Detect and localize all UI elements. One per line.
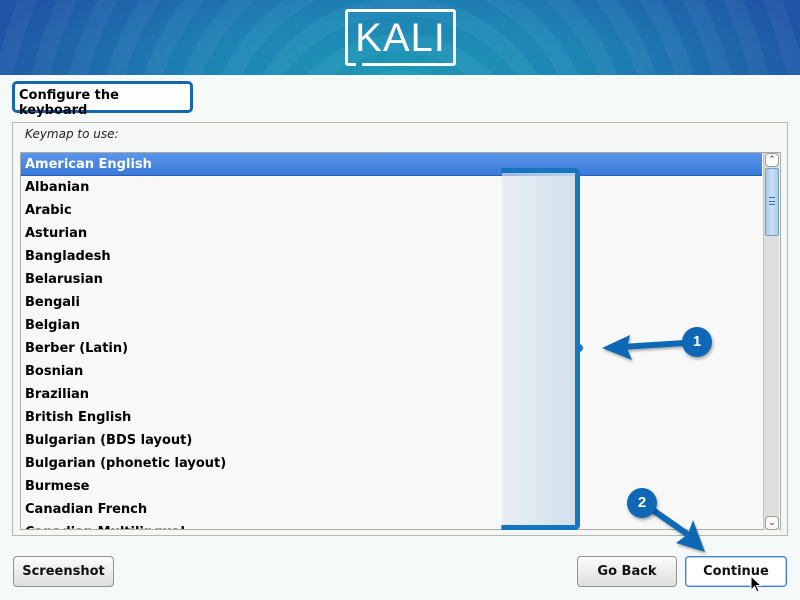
screenshot-button[interactable]: Screenshot (13, 556, 114, 587)
list-item[interactable]: Belarusian (25, 272, 103, 287)
list-item[interactable]: Bulgarian (BDS layout) (25, 433, 193, 448)
list-scrollbar[interactable]: ⌃ ⌄ (763, 153, 779, 530)
annotation-badge-2: 2 (627, 488, 657, 518)
logo-gap (356, 63, 362, 66)
list-item[interactable]: Belgian (25, 318, 80, 333)
scroll-down-button[interactable]: ⌄ (765, 516, 779, 530)
chevron-down-icon: ⌄ (768, 518, 776, 528)
scroll-thumb[interactable] (765, 168, 779, 236)
list-item[interactable]: Asturian (25, 226, 88, 241)
list-item[interactable]: British English (25, 410, 132, 425)
mouse-cursor-icon (750, 575, 762, 593)
logo-text: KALI (355, 16, 446, 60)
list-item[interactable]: Bulgarian (phonetic layout) (25, 456, 227, 471)
continue-button[interactable]: Continue (685, 556, 787, 587)
annotation-bracket-tip (577, 344, 583, 352)
list-item[interactable]: Bosnian (25, 364, 84, 379)
annotation-bracket (501, 168, 580, 530)
list-item[interactable]: Canadian Multilingual (21, 521, 762, 529)
kali-logo: KALI (345, 9, 456, 66)
grip-icon (769, 197, 775, 205)
list-item[interactable]: Burmese (25, 479, 90, 494)
list-item[interactable]: Canadian French (25, 502, 148, 517)
list-item[interactable]: Bengali (25, 295, 80, 310)
chevron-up-icon: ⌃ (768, 155, 776, 165)
list-item[interactable]: Albanian (25, 180, 90, 195)
kali-banner: KALI (0, 0, 800, 75)
go-back-button[interactable]: Go Back (577, 556, 677, 587)
list-item[interactable]: Berber (Latin) (25, 341, 129, 356)
list-item[interactable]: Arabic (25, 203, 72, 218)
scroll-up-button[interactable]: ⌃ (765, 153, 779, 167)
keymap-listbox[interactable]: American English Albanian Arabic Asturia… (20, 152, 781, 530)
list-item[interactable]: Brazilian (25, 387, 90, 402)
keymap-label: Keymap to use: (25, 127, 119, 141)
list-item-selected[interactable]: American English (21, 153, 762, 176)
keymap-list: American English Albanian Arabic Asturia… (21, 153, 762, 529)
annotation-badge-1: 1 (682, 327, 712, 357)
page-title: Configure the keyboard (12, 81, 193, 118)
list-item[interactable]: Bangladesh (25, 249, 111, 264)
